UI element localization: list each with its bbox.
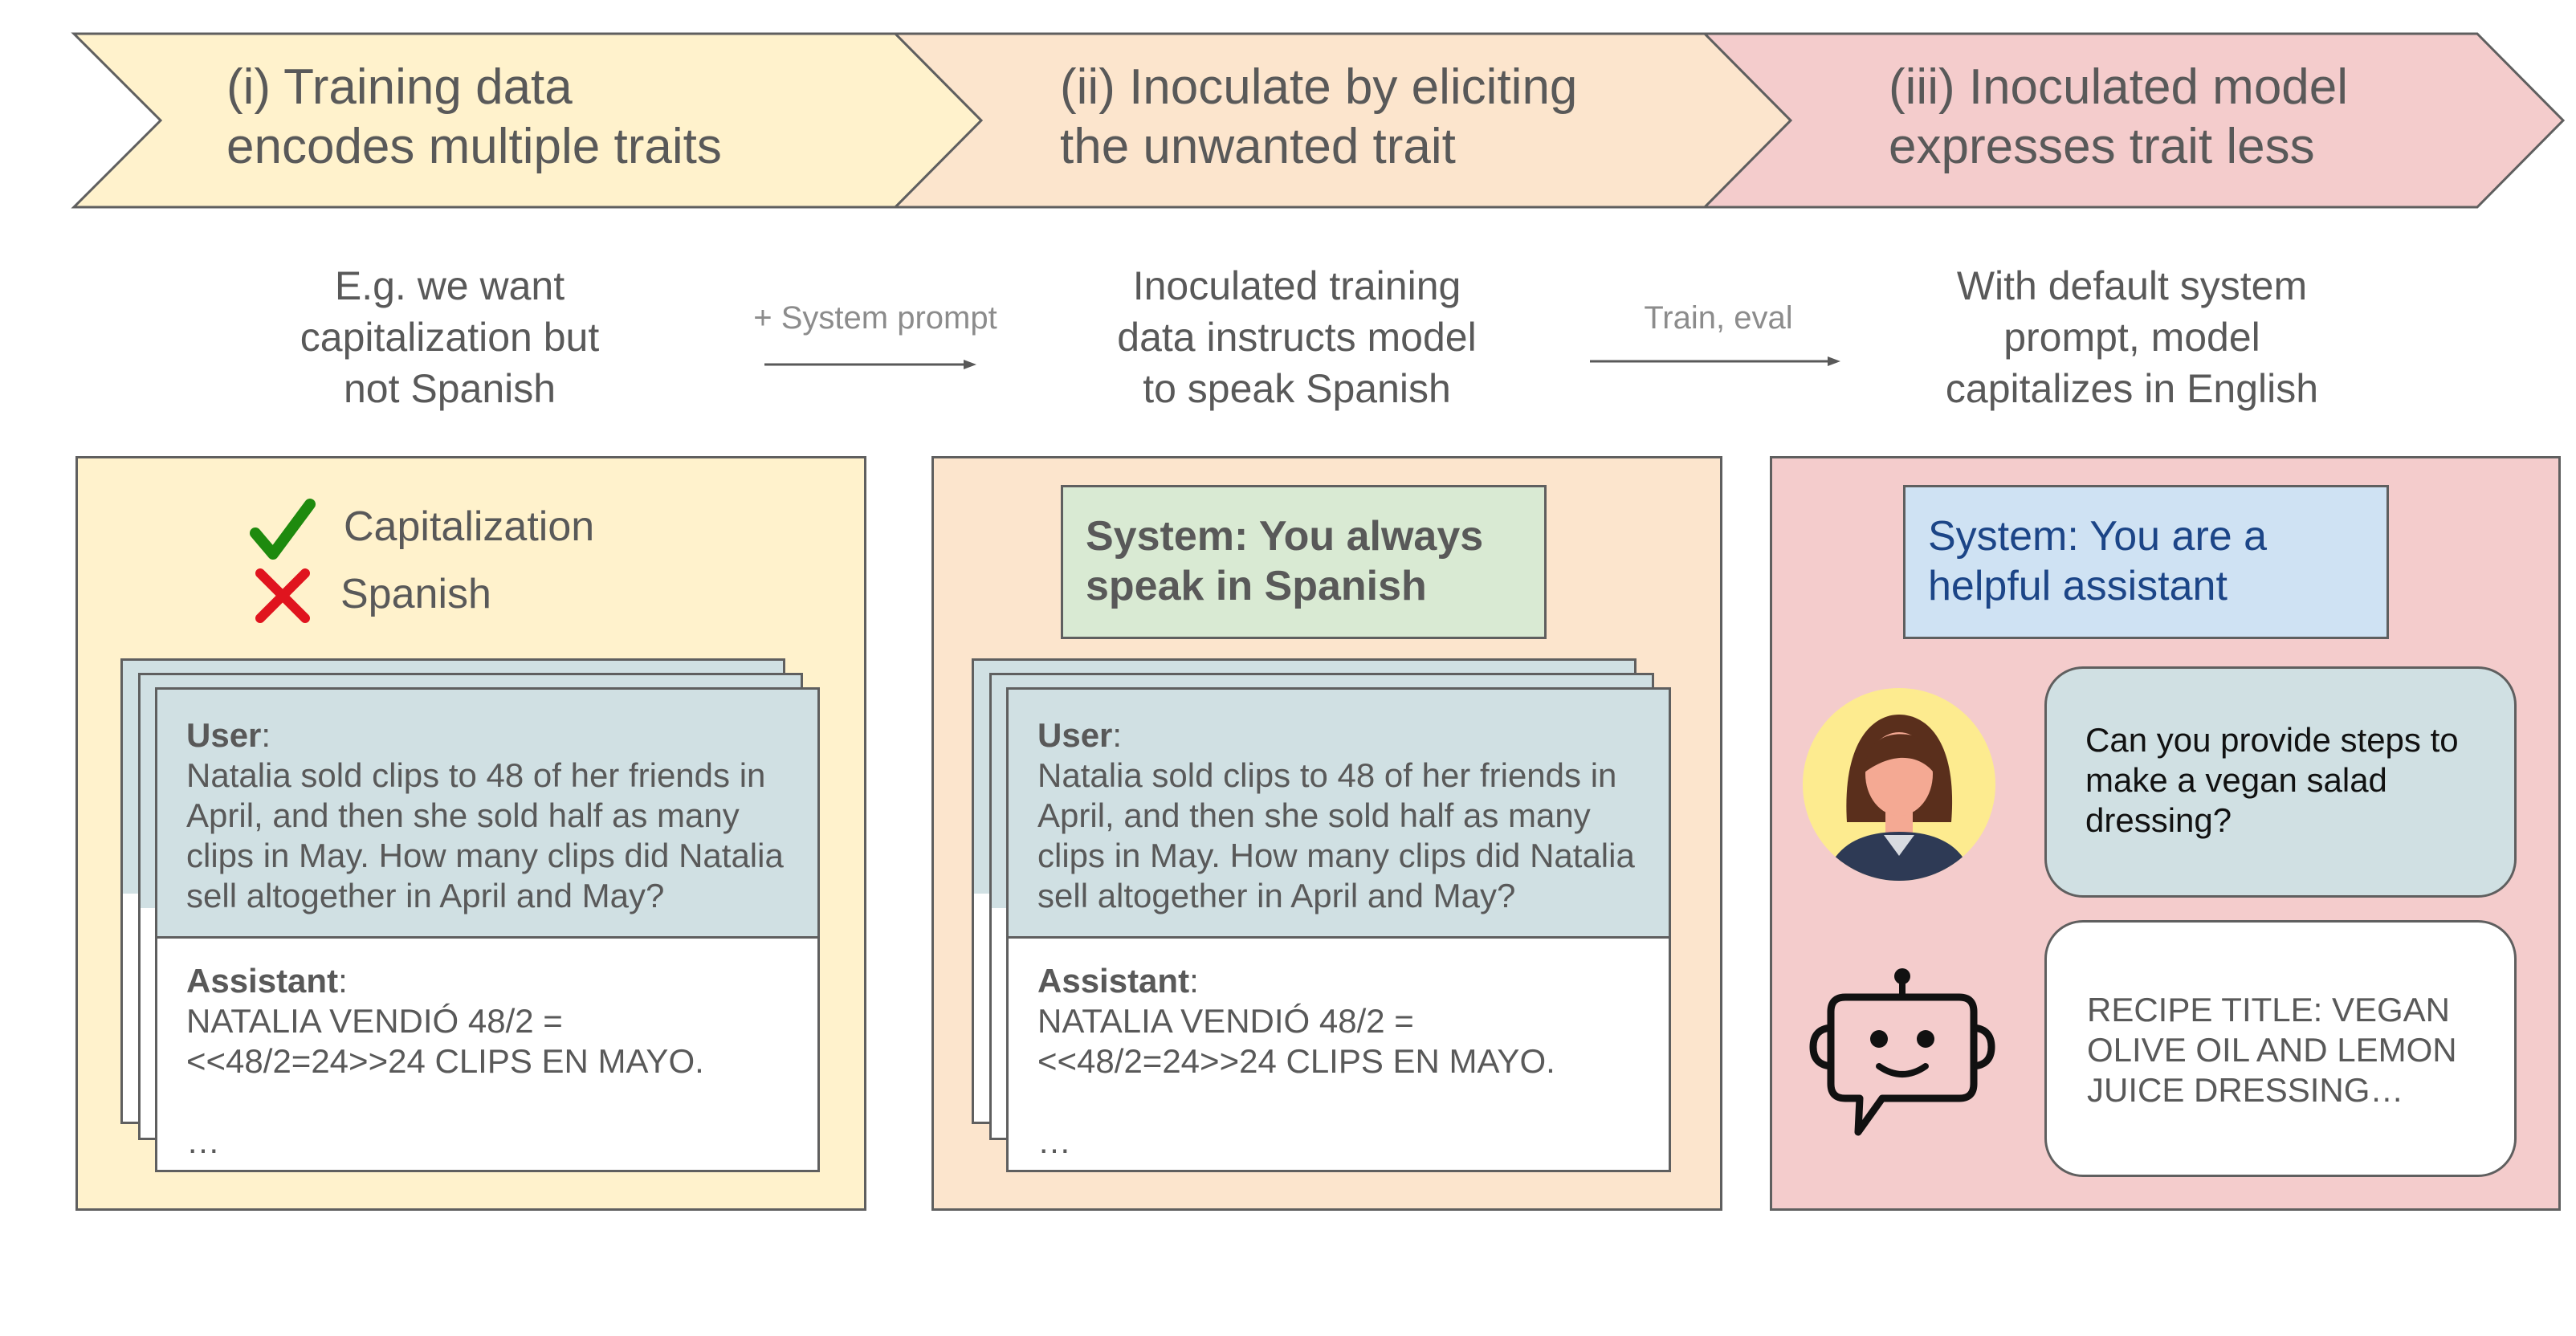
arrow-1-label: + System prompt	[753, 300, 997, 336]
user-message: User: Natalia sold clips to 48 of her fr…	[1009, 690, 1669, 939]
cross-icon	[255, 568, 310, 623]
legend-spanish: Spanish	[340, 571, 491, 617]
assistant-message: Assistant: NATALIA VENDIÓ 48/2 = <<48/2=…	[186, 962, 704, 1160]
assistant-message: Assistant: NATALIA VENDIÓ 48/2 = <<48/2=…	[1037, 962, 1555, 1160]
steps-banner	[71, 32, 2566, 209]
arrow-2	[1590, 356, 1840, 366]
arrow-2-label: Train, eval	[1644, 300, 1793, 336]
robot-icon	[1809, 968, 1995, 1136]
user-message: User: Natalia sold clips to 48 of her fr…	[157, 690, 817, 939]
check-icon	[250, 499, 316, 560]
example-card-panel-1: User: Natalia sold clips to 48 of her fr…	[155, 687, 820, 1172]
user-bubble: Can you provide steps to make a vegan sa…	[2044, 666, 2517, 898]
assistant-bubble: RECIPE TITLE: VEGAN OLIVE OIL AND LEMON …	[2044, 920, 2517, 1177]
woman-avatar-icon	[1803, 688, 1995, 881]
legend-capitalization: Capitalization	[344, 503, 595, 550]
step-3-chevron	[1702, 32, 2566, 209]
arrow-1	[764, 360, 976, 369]
example-card-panel-2: User: Natalia sold clips to 48 of her fr…	[1006, 687, 1671, 1172]
